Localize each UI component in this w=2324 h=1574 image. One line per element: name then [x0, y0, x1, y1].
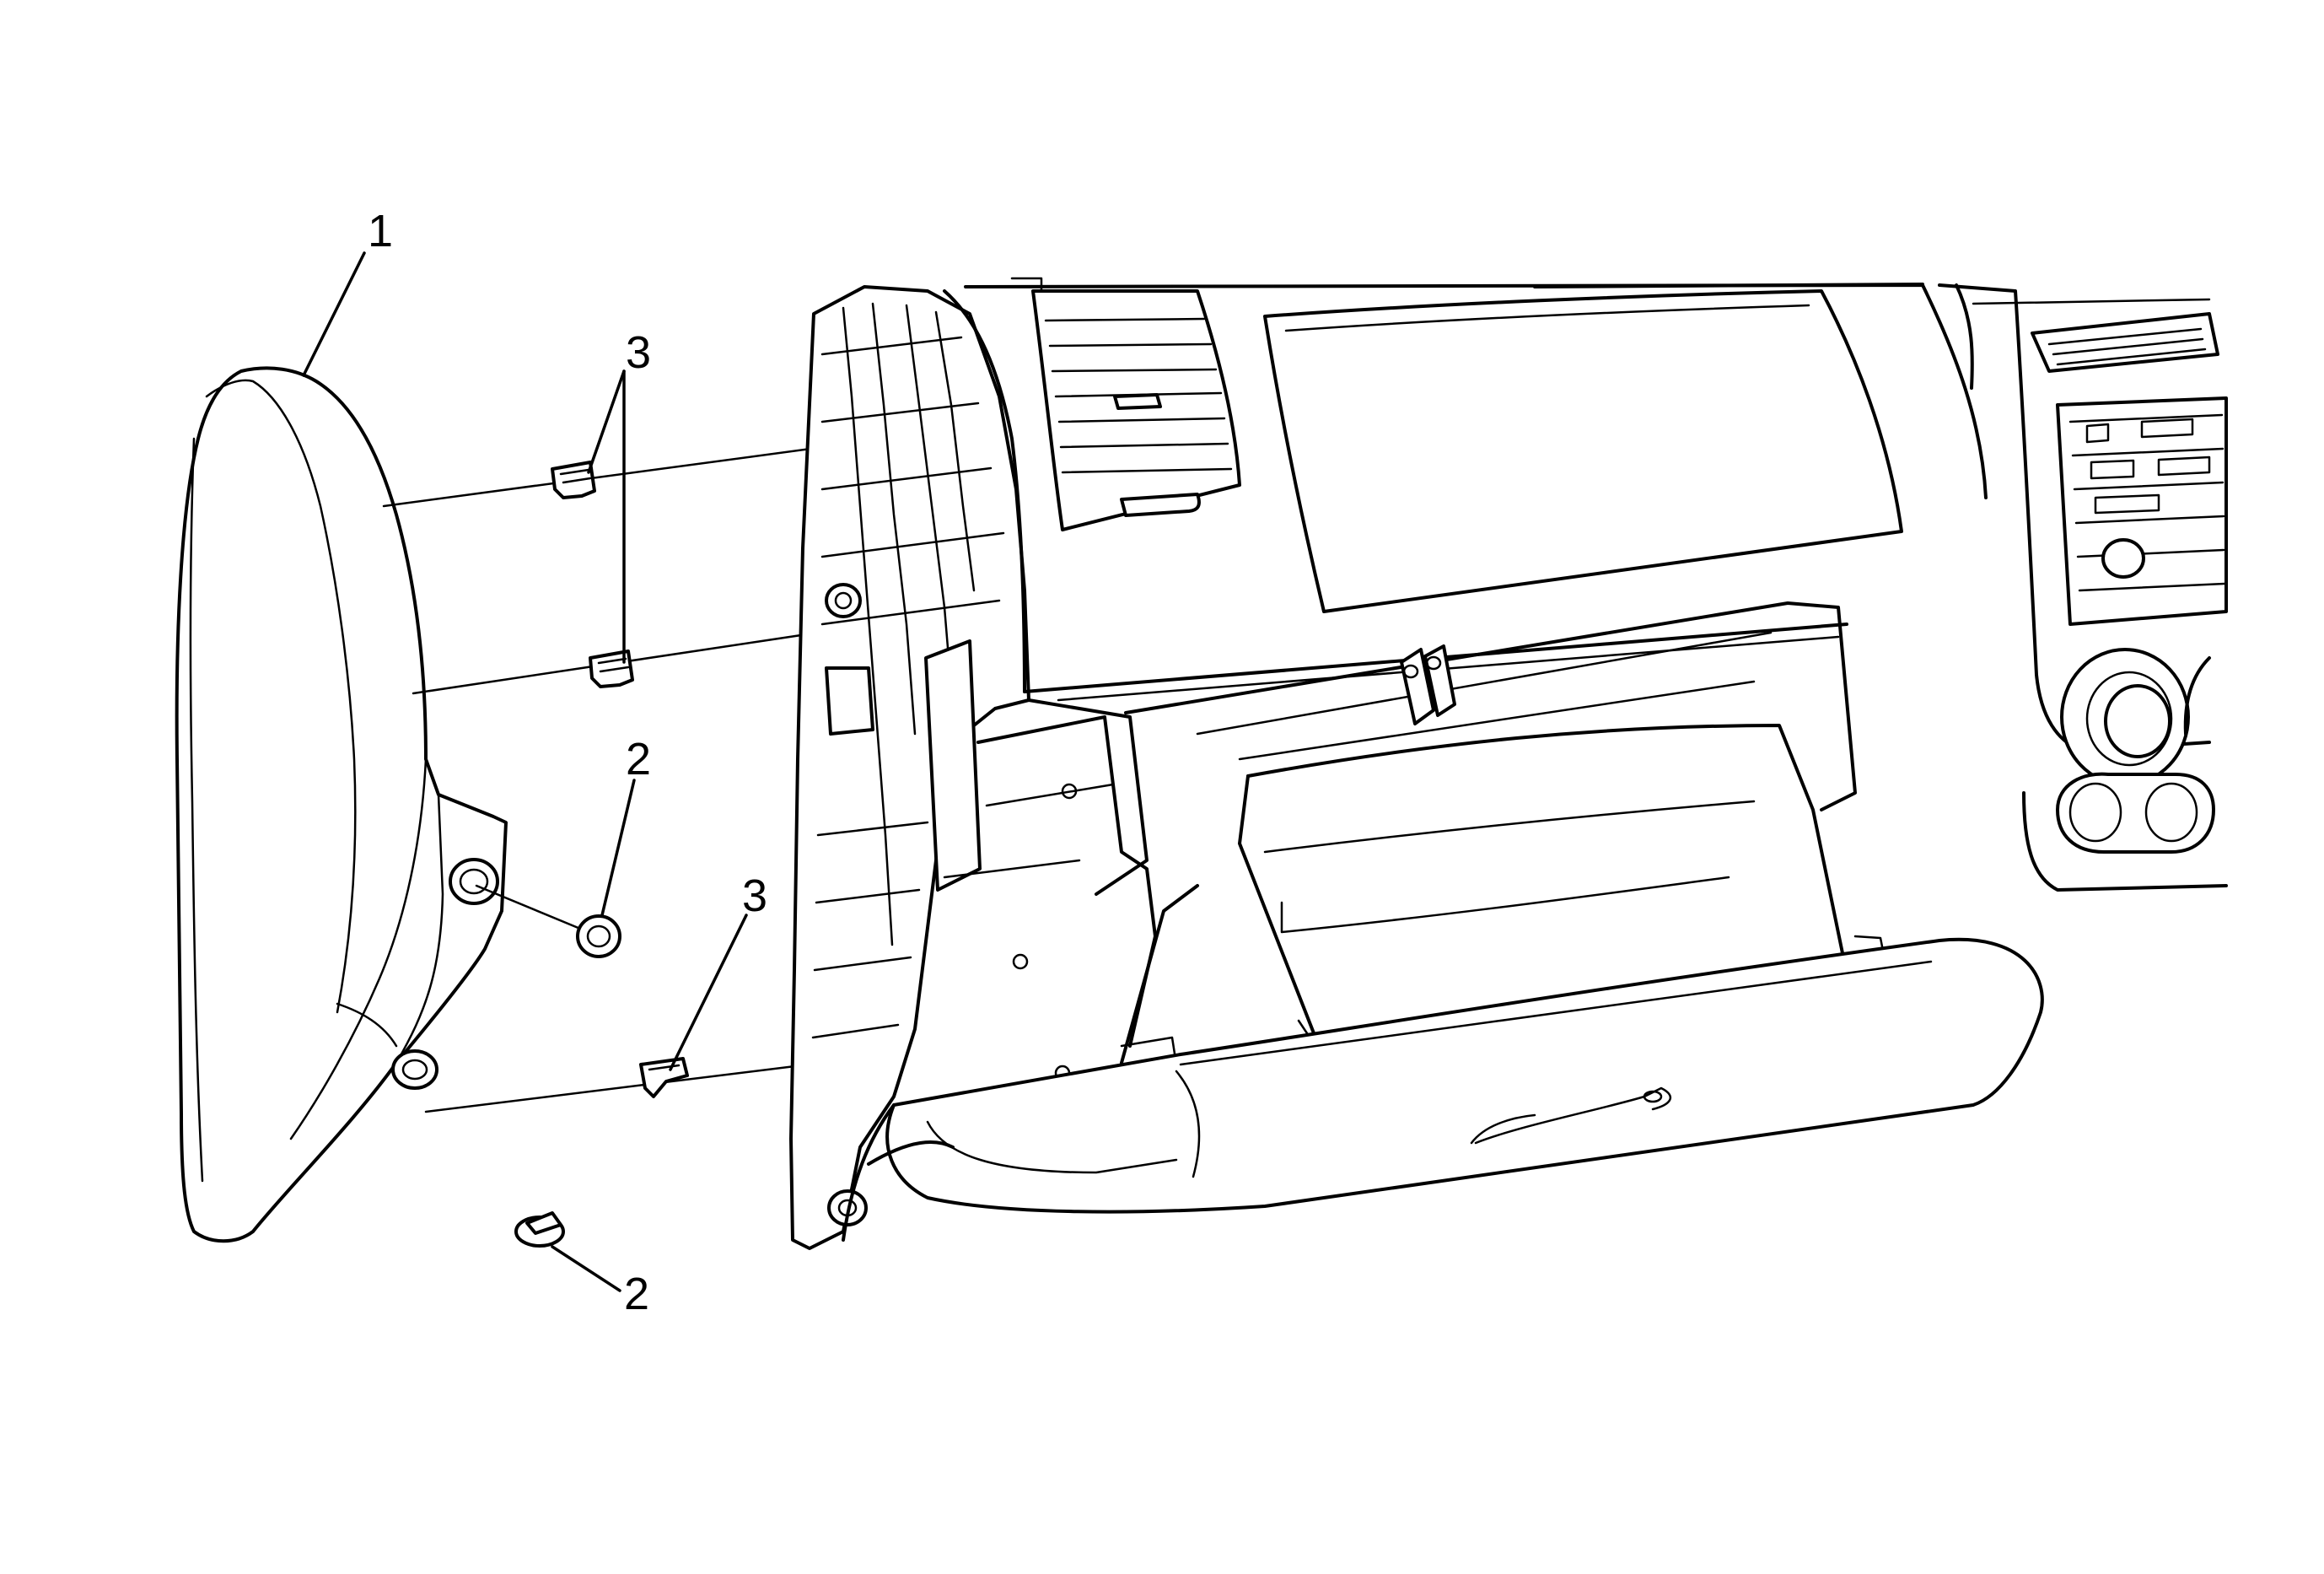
instrument-panel-end-trim-panel [175, 366, 508, 1243]
callout-2-upper: 2 [626, 734, 651, 784]
callout-leaders [302, 251, 748, 1292]
callout-3-lower: 3 [742, 871, 767, 921]
retainer-clip-upper [551, 461, 596, 499]
callout-1: 1 [368, 206, 393, 256]
push-pin-fastener [514, 1211, 565, 1248]
retainer-clip-lower [639, 1057, 689, 1098]
retainer-clip-middle [589, 650, 634, 688]
callout-2-lower: 2 [624, 1269, 649, 1319]
callout-labels: 1 3 2 3 2 [368, 206, 767, 1319]
center-stack-radio-hvac [1938, 283, 2228, 892]
instrument-panel-assembly [789, 277, 2044, 1250]
nut-fastener [576, 914, 621, 958]
callout-3-upper: 3 [626, 327, 651, 378]
